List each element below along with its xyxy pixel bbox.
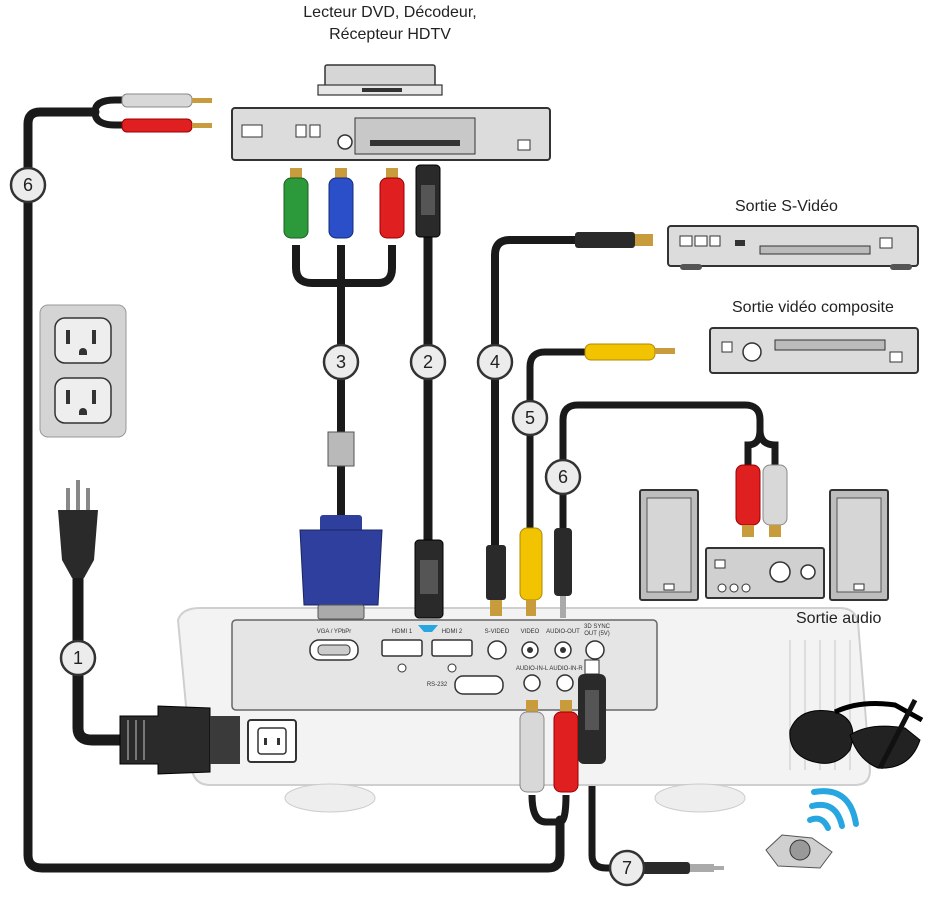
svideo-plug-top [575,232,653,248]
rca-plug-red-audio [735,464,761,537]
port-label-sync-1: 3D SYNC [584,624,611,630]
port-label-video: VIDEO [521,629,540,635]
port-label-sync-2: OUT (5V) [584,631,610,637]
amplifier [705,547,825,599]
svg-text:7: 7 [622,858,632,878]
port-label-svideo: S-VIDEO [485,629,510,635]
rca-plug-red-bottom [553,700,579,793]
rca-plug-white-audio [762,464,788,537]
svg-text:5: 5 [525,408,535,428]
rca-plug-white-bottom [519,700,545,793]
cable-6-left-split [91,96,125,129]
audio-jack-bottom [554,528,572,618]
badge-7: 7 [608,849,646,887]
badge-4: 4 [476,343,514,381]
wall-outlet [39,304,127,438]
svg-text:6: 6 [558,467,568,487]
power-connector [119,705,240,775]
cable-5-composite [526,348,590,530]
badge-6-left: 6 [9,166,47,204]
vga-connector [299,515,383,620]
power-plug [58,480,98,578]
cable-6-audio [559,401,779,530]
wifi-icon [807,788,859,831]
audio-out-label: Sortie audio [796,610,882,627]
hdmi-plug-top [415,164,441,238]
svg-text:4: 4 [490,352,500,372]
composite-plug-top [584,343,675,361]
rca-plug-red [379,168,405,239]
svg-text:1: 1 [73,648,83,668]
badge-2: 2 [409,343,447,381]
badge-5: 5 [511,399,549,437]
dvd-label-line1: Lecteur DVD, Décodeur, [303,4,477,21]
port-label-hdmi2: HDMI 2 [442,629,463,635]
cable-4-svideo [491,236,575,545]
port-label-hdmi1: HDMI 1 [392,629,413,635]
badge-6-right: 6 [544,458,582,496]
rca-plug-green [283,168,309,239]
cable-3-component [292,245,396,525]
svg-text:3: 3 [336,352,346,372]
3d-sync-plug [578,659,606,764]
svideo-plug-bottom [486,545,506,616]
badge-3: 3 [322,343,360,381]
cable-7-3dsync [588,760,640,872]
dvd-label-line2: Récepteur HDTV [329,26,451,43]
speaker-left [639,489,699,601]
dvd-label: Lecteur DVD, Décodeur, Récepteur HDTV [240,2,540,46]
hdmi-plug-bottom [414,539,444,632]
dvd-player [231,107,551,161]
port-label-audio-in-l: AUDIO-IN-L [516,666,549,672]
rca-plug-red-top [121,118,212,133]
mini-jack-plug [640,862,724,874]
svg-text:2: 2 [423,352,433,372]
svideo-source-device [667,225,919,270]
3d-glasses [789,698,924,770]
speaker-right [829,489,889,601]
rca-plug-white-top [121,93,212,108]
rca-plug-blue [328,168,354,239]
svideo-source-label: Sortie S-Vidéo [735,198,838,215]
badge-1: 1 [59,639,97,677]
svg-text:6: 6 [23,175,33,195]
port-label-audio-out: AUDIO-OUT [546,629,580,635]
composite-source-label: Sortie vidéo composite [732,299,894,316]
cable-6-bottom-rca [528,794,570,826]
composite-plug-bottom [519,527,543,616]
ferrite-core [327,431,355,467]
port-label-vga: VGA / YPbPr [317,629,352,635]
dvd-player-small [317,64,443,96]
3d-emitter [765,834,833,869]
cable-6-left [23,107,565,873]
cable-1-power [72,569,131,746]
projector [176,607,872,813]
port-label-audio-in-r: AUDIO-IN-R [549,666,583,672]
port-label-rs232: RS-232 [427,682,448,688]
composite-source-device [709,327,919,374]
